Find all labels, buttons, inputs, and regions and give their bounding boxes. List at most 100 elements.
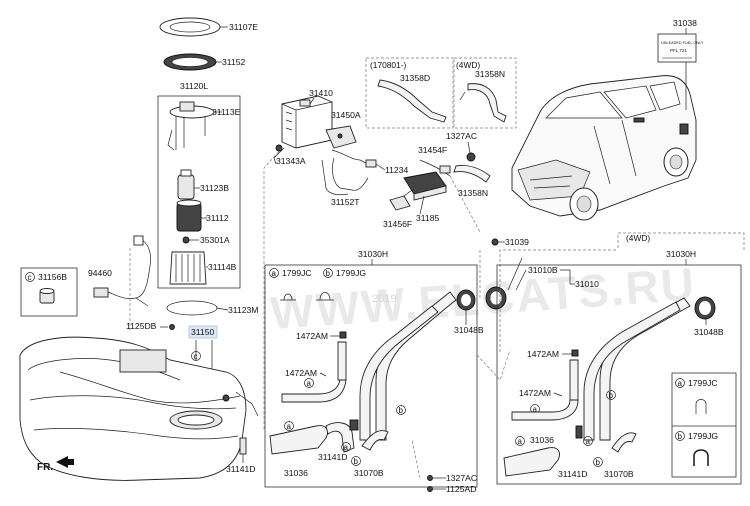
label-1472am-2[interactable]: 1472AM [285,368,317,378]
label-31039[interactable]: 31039 [505,237,529,247]
part-1472am-clamp-3[interactable] [571,349,579,357]
label-35301a[interactable]: 35301A [200,235,230,245]
part-1327ac-nut-top[interactable] [466,152,476,162]
part-1327ac-nut-bottom[interactable] [427,475,433,481]
part-31358n-hose-top[interactable] [467,83,507,123]
part-31070b-hose-left[interactable] [325,419,359,453]
label-1472am-4[interactable]: 1472AM [519,388,551,398]
part-31036-hose-left[interactable] [269,425,328,455]
label-31070b-left[interactable]: 31070B [354,468,384,478]
label-1472am-1[interactable]: 1472AM [296,331,328,341]
label-1125db[interactable]: 1125DB [126,321,157,331]
part-31048b-gasket-right[interactable] [694,296,716,320]
part-94460-harness[interactable] [93,235,151,307]
label-11234[interactable]: 11234 [385,165,408,175]
part-31156b-cap[interactable] [39,288,55,304]
label-1125ad[interactable]: 1125AD [446,484,476,494]
part-31141d-right[interactable] [575,425,583,439]
label-31358n-top[interactable]: 31358N [475,69,505,79]
label-1799jc-right[interactable]: 1799JC [688,378,718,388]
part-35301a-sensor[interactable] [182,236,190,244]
part-31450a-bracket[interactable] [325,125,357,149]
label-31141d-mid[interactable]: 31141D [318,452,347,462]
part-31410-canister[interactable] [281,95,333,149]
part-1125ad-bolt[interactable] [427,486,433,492]
marker-b-3 [593,457,603,467]
part-31123b-filter[interactable] [177,169,195,200]
part-vent-tube-center[interactable] [337,341,347,381]
part-1472am-clamp-1[interactable] [339,331,347,339]
marker-b-3-letter: b [596,458,601,467]
label-31030h-right[interactable]: 31030H [666,249,696,259]
label-31030h-left[interactable]: 31030H [358,249,388,259]
label-31123b[interactable]: 31123B [200,183,229,193]
label-31123m[interactable]: 31123M [228,305,258,315]
label-31150[interactable]: 31150 [191,327,214,337]
label-31152t[interactable]: 31152T [331,197,360,207]
label-31048b-right[interactable]: 31048B [694,327,724,337]
part-31152-ring[interactable] [163,53,217,71]
label-31114b[interactable]: 31114B [208,262,237,272]
part-31039-bolt[interactable] [491,238,499,246]
label-1799jc-inline[interactable]: 1799JC [282,268,312,278]
part-31141d-left[interactable] [239,437,247,455]
part-31038-fuel-label[interactable]: UNLEADED FUEL ONLY PFL 721 [657,33,704,63]
part-31010-filler-door[interactable] [485,286,507,310]
label-31343a[interactable]: 31343A [276,156,306,166]
legend-b-circle [323,268,333,278]
label-31038[interactable]: 31038 [673,18,697,28]
label-31410[interactable]: 31410 [309,88,333,98]
label-1327ac-bottom[interactable]: 1327AC [446,473,477,483]
label-31070b-right[interactable]: 31070B [604,469,634,479]
label-31454f[interactable]: 31454F [418,145,447,155]
part-31030h-filler-pipe[interactable] [359,291,457,441]
part-31123m-gasket[interactable] [166,300,218,316]
part-breather-hose-center[interactable] [281,379,347,403]
label-1799jg-inline[interactable]: 1799JG [336,268,366,278]
part-31048b-gasket-left[interactable] [456,289,476,311]
label-31113e[interactable]: 31113E [212,107,241,117]
label-31036-left[interactable]: 31036 [284,468,308,478]
part-31036-hose-right[interactable] [503,447,560,477]
4wd-variant-box-top [453,57,517,129]
part-31185-filter[interactable] [403,171,447,201]
label-31141d-left[interactable]: 31141D [226,464,255,474]
part-31114b-reservoir[interactable] [169,251,207,285]
label-31048b-left[interactable]: 31048B [454,325,484,335]
label-31141d-right[interactable]: 31141D [558,469,587,479]
label-31185[interactable]: 31185 [416,213,439,223]
part-31343a-clip[interactable] [275,144,283,152]
part-11234-fitting[interactable] [365,159,377,168]
part-31030h-filler-pipe-right[interactable] [583,297,691,441]
clip-1799jc-icon [283,293,293,301]
part-31150-fuel-tank[interactable] [19,336,259,481]
part-31358d-hose[interactable] [377,79,447,123]
tank-c-letter: c [194,352,198,361]
label-31036-right[interactable]: 31036 [530,435,554,445]
part-31454f-clamp[interactable] [439,165,451,174]
label-31010b[interactable]: 31010B [528,265,558,275]
label-31152[interactable]: 31152 [222,57,245,67]
label-94460[interactable]: 94460 [88,268,112,278]
label-31450a[interactable]: 31450A [331,110,361,120]
part-31112-pump[interactable] [176,199,202,232]
part-31070b-hose-right[interactable] [611,432,637,453]
direction-label: FR. [37,462,53,473]
part-1125db-bolt[interactable] [169,324,175,330]
part-31456f-bracket[interactable] [389,189,413,211]
part-31358n-hose-mid[interactable] [453,165,491,183]
label-31120l[interactable]: 31120L [180,81,208,91]
label-31107e[interactable]: 31107E [229,22,258,32]
label-1327ac-top[interactable]: 1327AC [446,131,477,141]
label-31358d[interactable]: 31358D [400,73,430,83]
label-31112[interactable]: 31112 [206,213,229,223]
label-31156b[interactable]: 31156B [38,272,67,282]
part-31113e-flange[interactable] [167,101,215,151]
label-31358n-mid[interactable]: 31358N [458,188,488,198]
label-31456f[interactable]: 31456F [383,219,412,229]
label-1472am-3[interactable]: 1472AM [527,349,559,359]
label-1799jg-right[interactable]: 1799JG [688,431,718,441]
label-31010[interactable]: 31010 [575,279,599,289]
part-31107e-plate[interactable] [159,17,221,37]
